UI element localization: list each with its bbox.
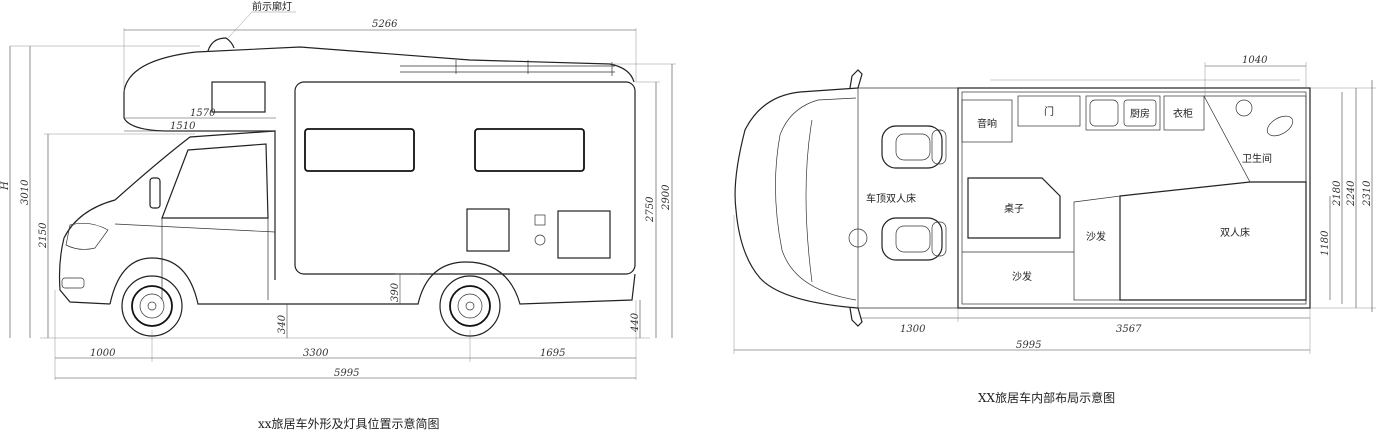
plan-view: 车顶双人床 音响 门 厨房 衣柜 卫生间 桌子 沙发 沙发 双人床 <box>733 55 1376 405</box>
dim-2180: 2180 <box>1332 180 1343 207</box>
bath-toilet <box>1266 115 1294 137</box>
front-wheel <box>121 275 183 337</box>
room-audio: 音响 <box>977 117 997 130</box>
dim-440: 440 <box>630 312 641 333</box>
room-sofa-bottom: 沙发 <box>1012 270 1032 283</box>
dim-2240: 2240 <box>1346 180 1357 207</box>
chassis-skirt <box>109 257 636 305</box>
headlight <box>65 223 109 250</box>
cab-nose-outline <box>734 87 859 309</box>
side-window-left <box>304 128 415 172</box>
mirror-bottom <box>849 307 863 327</box>
zone-door <box>1017 95 1081 127</box>
plan-view-caption: XX旅居车内部布局示意图 <box>978 390 1115 405</box>
dim-1000: 1000 <box>90 348 116 359</box>
overcab-window <box>211 81 266 113</box>
room-wardrobe: 衣柜 <box>1173 107 1193 120</box>
mirror-top <box>849 69 863 89</box>
side-view-caption: xx旅居车外形及灯具位置示意简图 <box>258 416 440 431</box>
light-leader-line <box>227 11 253 39</box>
body-crease <box>114 223 276 233</box>
living-body-side <box>294 81 636 275</box>
zone-kitchen <box>1085 95 1161 131</box>
room-roof-bed: 车顶双人床 <box>866 192 916 205</box>
side-socket <box>534 214 546 226</box>
side-inlet <box>534 234 546 246</box>
table-shape <box>967 177 1061 239</box>
room-door: 门 <box>1044 105 1054 118</box>
dim-3567: 3567 <box>1116 324 1142 335</box>
sink-1 <box>1089 99 1119 127</box>
bath-basin <box>1235 99 1253 117</box>
overcab-roof <box>123 46 635 118</box>
room-table: 桌子 <box>1004 202 1024 215</box>
side-window-right <box>474 128 585 172</box>
driver-seat <box>881 125 947 169</box>
room-double-bed: 双人床 <box>1220 226 1250 239</box>
living-box-plan <box>957 87 1311 309</box>
dim-2900: 2900 <box>661 184 672 211</box>
overcab-lower <box>123 117 276 280</box>
side-hatch-2 <box>557 210 611 259</box>
dim-5995-side: 5995 <box>334 368 359 379</box>
rear-wheel <box>439 275 501 337</box>
zone-bathroom <box>1203 95 1307 183</box>
side-mirror <box>149 177 161 209</box>
front-marker-light <box>207 37 235 52</box>
double-bed <box>1119 181 1307 301</box>
room-sofa-right: 沙发 <box>1086 230 1106 243</box>
dim-3300: 3300 <box>303 348 329 359</box>
dim-340: 340 <box>277 314 288 334</box>
front-marker-light-label: 前示廓灯 <box>252 0 292 13</box>
steering-wheel <box>848 228 868 248</box>
dim-5266: 5266 <box>372 19 398 30</box>
passenger-seat <box>881 217 947 261</box>
zone-sofa-right <box>1073 195 1121 301</box>
room-kitchen: 厨房 <box>1130 107 1150 120</box>
dim-1510: 1510 <box>170 121 196 132</box>
windshield-line <box>805 119 813 283</box>
dim-2750: 2750 <box>645 196 656 223</box>
dim-1695: 1695 <box>540 348 565 359</box>
sink-2 <box>1123 99 1157 127</box>
cab-door-window <box>161 143 269 219</box>
dim-390: 390 <box>390 282 401 302</box>
room-bathroom: 卫生间 <box>1242 152 1272 165</box>
dim-2310: 2310 <box>1362 180 1373 207</box>
dim-h: H <box>0 181 11 191</box>
zone-wardrobe <box>1163 95 1205 131</box>
dim-1570: 1570 <box>190 108 216 119</box>
dim-5995-plan: 5995 <box>1016 340 1041 351</box>
dim-1300: 1300 <box>900 324 926 335</box>
fog-light <box>61 277 85 289</box>
zone-audio <box>961 99 1013 143</box>
side-view: 前示廓灯 <box>0 0 676 431</box>
dim-2150: 2150 <box>38 222 49 249</box>
dim-1040: 1040 <box>1242 55 1268 66</box>
cab-inner-outline <box>775 97 857 301</box>
dim-3010: 3010 <box>20 179 31 205</box>
dim-1180: 1180 <box>1320 230 1331 256</box>
side-hatch-1 <box>466 208 510 252</box>
cab-outline <box>58 130 276 305</box>
